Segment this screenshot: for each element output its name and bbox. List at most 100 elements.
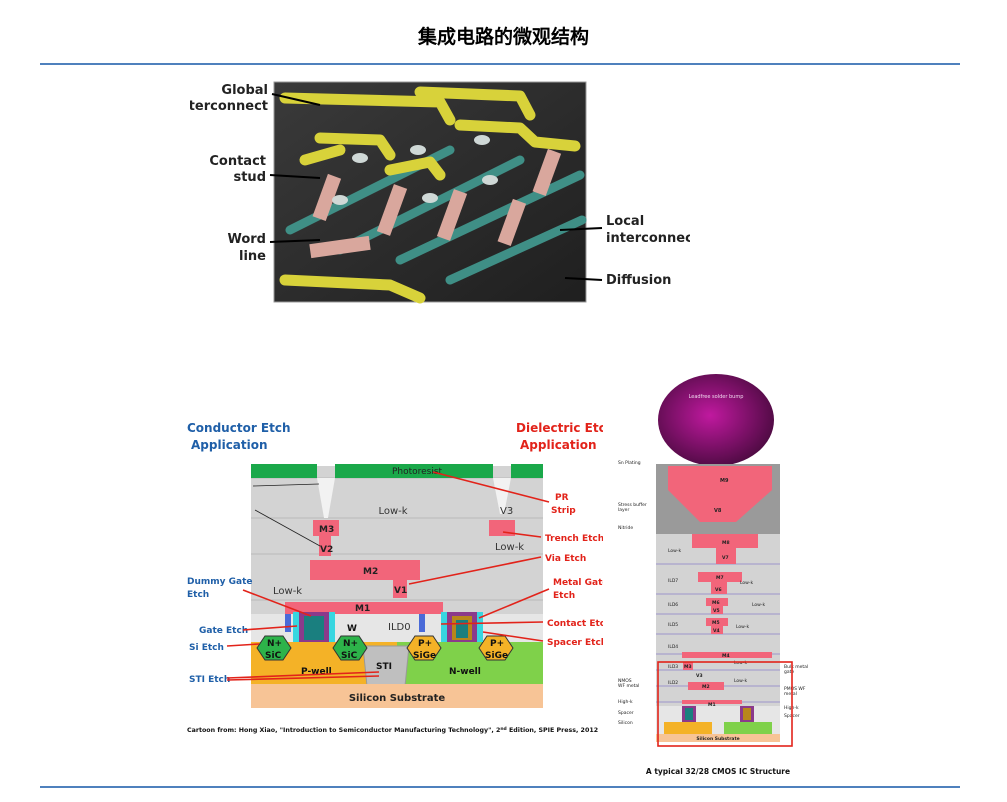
- pmos-wf-label-2: metal: [784, 691, 797, 697]
- label-contact-stud-1: Contact: [209, 154, 266, 169]
- p-sige-right-2: SiGe: [485, 651, 508, 661]
- cmos-caption: A typical 32/28 CMOS IC Structure: [646, 767, 790, 776]
- low-k-left-label: Low-k: [668, 548, 681, 554]
- low-k-m7: Low-k: [740, 580, 753, 586]
- n-sic-right-1: N+: [343, 639, 358, 649]
- label-word-line-2: line: [239, 249, 266, 264]
- callout-dummy-gate-1: Dummy Gate: [187, 577, 253, 587]
- silicon-substrate-small: [656, 734, 780, 742]
- etch-caption: Cartoon from: Hong Xiao, "Introduction t…: [187, 726, 598, 735]
- v7-label: V7: [722, 555, 729, 561]
- low-k-label-left: Low-k: [273, 586, 302, 597]
- page-title: 集成电路的微观结构: [417, 26, 589, 48]
- label-global-interconnect-2: interconnect: [190, 99, 268, 114]
- v5-label: V5: [713, 608, 720, 614]
- m3-stack-label: M3: [684, 664, 692, 670]
- bump-label: Leadfree solder bump: [689, 394, 744, 400]
- high-k-left-label: High-k: [618, 699, 633, 705]
- nmos-wf-label-1: NMOS: [618, 678, 632, 684]
- ild5-label: ILD5: [668, 622, 678, 628]
- stack-substrate-label: Silicon Substrate: [696, 736, 739, 742]
- micrograph-pointers: [269, 93, 603, 281]
- m9-label: M9: [720, 478, 729, 484]
- ild0-label: ILD0: [388, 622, 411, 633]
- label-contact-stud-2: stud: [233, 170, 266, 185]
- top-divider: [40, 63, 960, 65]
- callout-pr-strip-1: PR: [555, 493, 569, 503]
- ild2-label: ILD2: [668, 680, 678, 686]
- m3-label: M3: [319, 525, 334, 535]
- v3-label: V3: [500, 506, 513, 517]
- ild3-label: ILD3: [668, 664, 678, 670]
- callout-pr-strip-2: Strip: [551, 506, 576, 516]
- sn-plating-label: Sn Plating: [618, 460, 641, 466]
- callout-trench-etch: Trench Etch: [545, 534, 603, 544]
- callout-metal-gate-2: Etch: [553, 591, 575, 601]
- pink-studs: [309, 148, 562, 259]
- n-well-label: N-well: [449, 667, 481, 677]
- callout-via-etch: Via Etch: [545, 554, 586, 564]
- callout-contact-etch: Contact Etch: [547, 619, 603, 629]
- p-well-label: P-well: [301, 667, 332, 677]
- silicon-substrate: [251, 684, 543, 708]
- m8-label: M8: [722, 540, 730, 546]
- metal-stack: [682, 534, 772, 704]
- callout-sti-etch: STI Etch: [189, 675, 230, 685]
- stress-buffer-label-1: Stress buffer: [618, 502, 647, 508]
- right-callout-arrows: [408, 471, 550, 642]
- m1-stack-label: M1: [708, 702, 716, 708]
- low-k-m4: Low-k: [734, 660, 747, 666]
- nitride-label: Nitride: [618, 525, 633, 531]
- via-trench-right: [493, 478, 511, 514]
- callout-spacer-etch: Spacer Etch: [547, 638, 603, 648]
- interconnect-micrograph: Global interconnect Contact stud Word li…: [190, 81, 690, 304]
- label-local-interconnect-1: Local: [606, 214, 644, 229]
- via-trench-left: [317, 478, 335, 518]
- ild6-label: ILD6: [668, 602, 678, 608]
- m6-label: M6: [712, 600, 720, 606]
- dielectric-etch-title-2: Application: [520, 438, 597, 452]
- gray-contacts: [332, 135, 498, 205]
- etch-applications-diagram: Conductor Etch Application Dielectric Et…: [187, 421, 603, 735]
- m7-label: M7: [716, 575, 724, 581]
- low-k-m3: Low-k: [734, 678, 747, 684]
- bulk-metal-label-1: Bulk metal: [784, 664, 808, 670]
- low-k-label-upper: Low-k: [378, 506, 407, 517]
- n-sic-left-2: SiC: [265, 651, 282, 661]
- dielectric-etch-title-1: Dielectric Etch: [516, 421, 603, 435]
- silicon-left-label: Silicon: [618, 720, 633, 726]
- v6-label: V6: [715, 587, 722, 593]
- m2-label: M2: [363, 567, 378, 577]
- low-k-label-right: Low-k: [495, 542, 524, 553]
- highlight-box: [657, 661, 793, 747]
- p-sige-left-2: SiGe: [413, 651, 436, 661]
- label-global-interconnect-1: Global: [221, 83, 268, 98]
- m5-label: M5: [712, 620, 720, 626]
- bottom-divider: [40, 786, 960, 788]
- low-k-m5: Low-k: [736, 624, 749, 630]
- n-sic-right-2: SiC: [341, 651, 358, 661]
- photoresist-label: Photoresist: [392, 467, 443, 477]
- callout-gate-etch: Gate Etch: [199, 626, 248, 636]
- conductor-etch-title-1: Conductor Etch: [187, 421, 291, 435]
- yellow-interconnects: [279, 86, 581, 304]
- v8-label: V8: [714, 508, 722, 514]
- w-label: W: [347, 624, 357, 634]
- conductor-etch-title-2: Application: [191, 438, 268, 452]
- callout-dummy-gate-2: Etch: [187, 590, 209, 600]
- sti-label: STI: [376, 662, 392, 672]
- bulk-metal-label-2: gate: [784, 669, 794, 675]
- ild7-label: ILD7: [668, 578, 678, 584]
- callout-metal-gate-1: Metal Gate: [553, 578, 603, 588]
- m2-stack-label: M2: [702, 684, 710, 690]
- v3-stack-label: V3: [696, 673, 703, 679]
- label-word-line-1: Word: [227, 232, 266, 247]
- label-local-interconnect-2: interconnect: [606, 231, 690, 246]
- cmos-ic-structure: Leadfree solder bump M9 V8 M8 V7 M7 V6 M…: [616, 374, 814, 776]
- nmos-wf-label-2: WF metal: [618, 683, 639, 689]
- substrate-label: Silicon Substrate: [349, 693, 446, 704]
- pmos-wf-label-1: PMOS WF: [784, 686, 806, 692]
- solder-bump: [658, 374, 774, 466]
- p-sige-left-1: P+: [418, 639, 432, 649]
- p-sige-right-1: P+: [490, 639, 504, 649]
